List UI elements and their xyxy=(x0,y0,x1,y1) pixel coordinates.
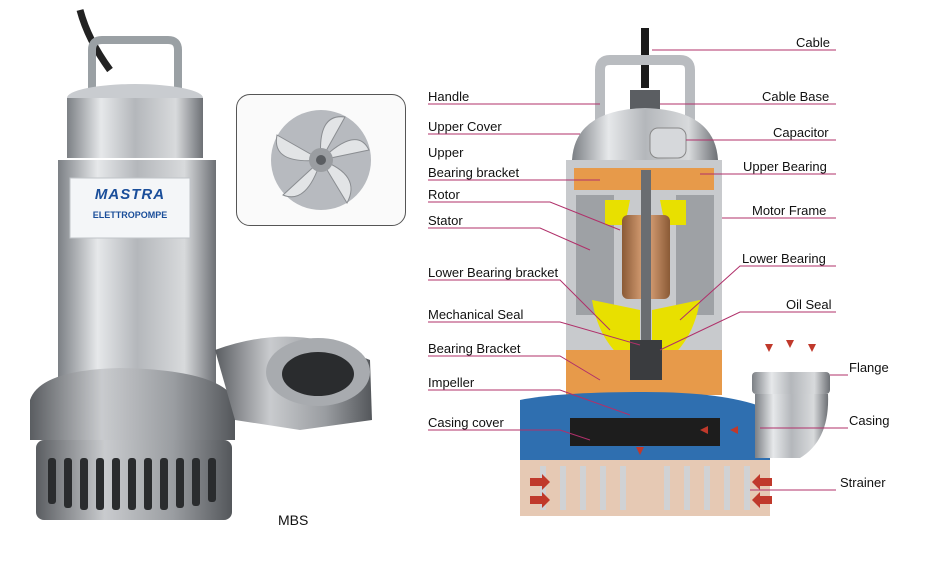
label-strainer: Strainer xyxy=(840,475,886,490)
label-motor-frame: Motor Frame xyxy=(752,203,827,218)
label-flange: Flange xyxy=(849,360,889,375)
label-capacitor: Capacitor xyxy=(773,125,829,140)
label-cable: Cable xyxy=(796,35,830,50)
cutaway-capacitor xyxy=(649,127,687,159)
pump-upper-cover xyxy=(67,98,203,158)
label-rotor: Rotor xyxy=(428,187,460,202)
cutaway-upper-cover xyxy=(572,108,718,160)
label-oil-seal: Oil Seal xyxy=(786,297,832,312)
label-upper-bearing: Upper Bearing xyxy=(743,159,827,174)
brand-logo: MASTRA xyxy=(94,186,166,203)
brand-subtext: ELETTROPOMPE xyxy=(92,210,168,220)
cutaway-flange xyxy=(752,372,830,394)
cutaway-shaft xyxy=(641,170,651,400)
impeller-icon xyxy=(271,110,371,210)
impeller-inset xyxy=(236,94,406,226)
label-impeller: Impeller xyxy=(428,375,475,390)
label-bearing-bracket: Bearing Bracket xyxy=(428,341,521,356)
label-cable-base: Cable Base xyxy=(762,89,830,104)
label-lower-bearing-bracket: Lower Bearing bracket xyxy=(428,265,559,280)
label-mechanical-seal: Mechanical Seal xyxy=(428,307,524,322)
cutaway-mechanical-seal xyxy=(630,340,662,380)
flow-arrows xyxy=(530,340,816,508)
model-label: MBS xyxy=(278,512,309,528)
cutaway-strainer xyxy=(520,460,770,516)
label-upper-bearing-bracket-line1: Upper xyxy=(428,145,464,160)
label-lower-bearing: Lower Bearing xyxy=(742,251,826,266)
label-upper-cover: Upper Cover xyxy=(428,119,502,134)
pump-handle xyxy=(88,36,182,95)
leader-lines xyxy=(428,49,848,491)
cutaway-handle xyxy=(595,55,695,135)
label-casing-cover: Casing cover xyxy=(428,415,504,430)
cutaway-impeller xyxy=(570,418,720,446)
pump-casing xyxy=(30,368,235,440)
label-stator: Stator xyxy=(428,213,463,228)
pump-label-plate xyxy=(69,177,191,239)
strainer-slots xyxy=(48,458,216,510)
pump-outlet-opening xyxy=(282,352,354,396)
label-handle: Handle xyxy=(428,89,470,104)
label-casing: Casing xyxy=(849,413,890,428)
label-upper-bearing-bracket-line2: Bearing bracket xyxy=(428,165,520,180)
cutaway-casing-elbow xyxy=(755,394,829,458)
